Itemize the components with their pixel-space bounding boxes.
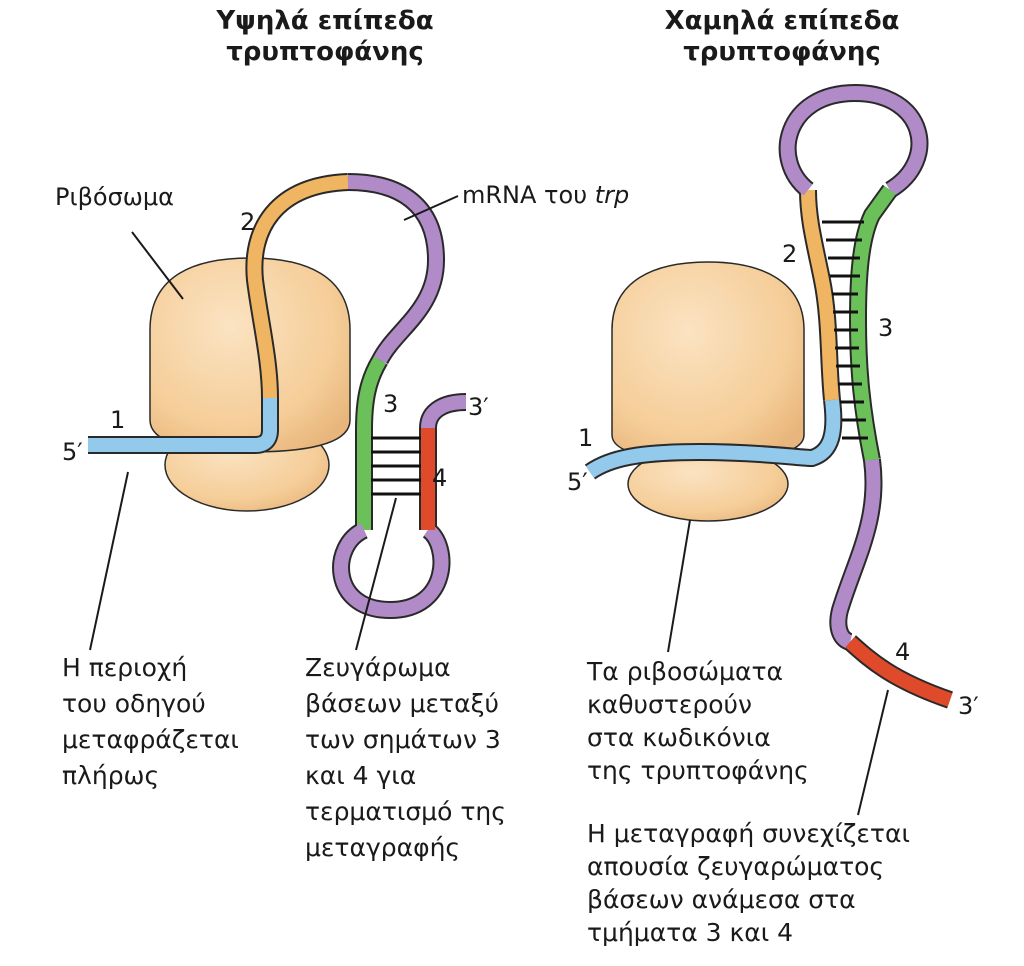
right-panel: Χαμηλά επίπεδα τρυπτοφάνης [567,6,979,947]
svg-text:πλήρως: πλήρως [62,761,159,790]
right-segment-2-number: 2 [782,240,797,268]
svg-text:Η περιοχή: Η περιοχή [62,653,187,682]
right-stall-caption-line [667,519,691,653]
right-ribosome-large-subunit [611,261,805,461]
right-segment-1 [585,399,841,478]
left-leader-caption-line [89,471,129,651]
left-loop-3-4 [334,523,449,618]
svg-text:και 4 για: και 4 για [305,761,416,790]
left-three-prime: 3′ [468,393,489,421]
svg-text:απουσία ζευγαρώματος: απουσία ζευγαρώματος [587,852,884,881]
left-spacer-2-3 [347,175,444,364]
right-base-pairs [822,220,868,440]
right-five-prime: 5′ [567,468,588,496]
svg-text:βάσεων ανάμεσα στα: βάσεων ανάμεσα στα [587,885,856,914]
svg-text:της τρυπτοφάνης: της τρυπτοφάνης [587,756,809,785]
left-leader-caption: Η περιοχή του οδηγού μεταφράζεται πλήρως [62,653,239,790]
right-mrna [584,83,953,709]
svg-text:Ζευγάρωμα: Ζευγάρωμα [305,653,451,682]
right-segment-4-number: 4 [895,638,910,666]
left-segment-3-number: 3 [383,390,398,418]
left-segment-3 [357,356,387,530]
left-title-line-1: Υψηλά επίπεδα [215,6,433,36]
left-ribosome-label: Ριβόσωμα [55,183,174,211]
svg-text:μεταφράζεται: μεταφράζεται [62,725,239,754]
left-mrna [88,173,467,620]
right-segment-2 [801,189,839,401]
left-mrna-label: mRNA του trp [462,181,629,209]
svg-text:του οδηγού: του οδηγού [62,689,206,718]
right-spacer-3-4 [831,459,881,649]
right-continue-caption-line [857,689,889,816]
svg-text:τερματισμό της: τερματισμό της [305,797,506,826]
left-segment-2 [247,175,349,399]
left-five-prime: 5′ [62,438,83,466]
right-continue-caption: Η μεταγραφή συνεχίζεται απουσία ζευγαρώμ… [587,819,910,947]
right-ribosome [611,261,805,522]
right-segment-1-number: 1 [578,424,593,452]
svg-text:στα κωδικόνια: στα κωδικόνια [587,723,771,752]
right-three-prime: 3′ [958,692,979,720]
left-ribosome-leader [131,231,184,300]
left-segment-1-number: 1 [110,406,125,434]
left-tail-3prime [421,395,467,429]
left-title-line-2: τρυπτοφάνης [226,37,424,67]
left-pairing-caption-line [355,497,397,651]
left-pairing-caption: Ζευγάρωμα βάσεων μεταξύ των σημάτων 3 κα… [305,653,506,862]
svg-text:μεταγραφής: μεταγραφής [305,833,460,862]
right-segment-4 [845,636,953,707]
svg-text:βάσεων μεταξύ: βάσεων μεταξύ [305,689,499,718]
left-base-pairs [371,436,421,496]
left-segment-1 [88,398,277,452]
right-segment-3-number: 3 [878,314,893,342]
left-segment-2-number: 2 [240,208,255,236]
right-loop-2-3 [780,85,927,196]
right-stall-caption: Τα ριβοσώματα καθυστερούν στα κωδικόνια … [586,657,809,785]
svg-text:τμήματα 3 και 4: τμήματα 3 και 4 [587,918,793,947]
svg-text:Τα ριβοσώματα: Τα ριβοσώματα [586,657,783,686]
right-segment-3 [850,185,896,462]
left-segment-4-number: 4 [432,464,447,492]
right-title-line-2: τρυπτοφάνης [683,37,881,67]
svg-text:των σημάτων 3: των σημάτων 3 [305,725,501,754]
svg-text:καθυστερούν: καθυστερούν [587,690,752,719]
left-mrna-leader [403,195,459,221]
right-title-line-1: Χαμηλά επίπεδα [665,6,900,36]
svg-text:Η μεταγραφή συνεχίζεται: Η μεταγραφή συνεχίζεται [587,819,910,848]
left-panel: Υψηλά επίπεδα τρυπτοφάνης [55,6,629,862]
